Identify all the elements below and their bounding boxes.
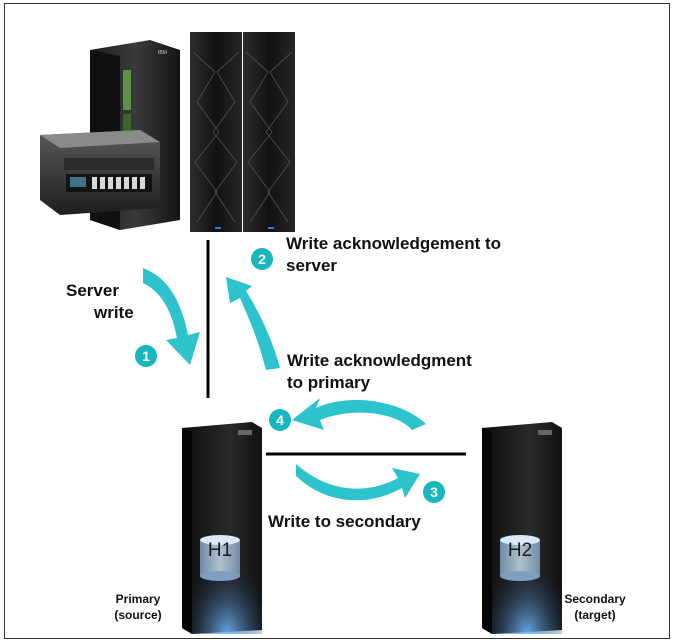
secondary-label: Secondary (target)	[564, 592, 626, 622]
primary-volume-label: H1	[207, 540, 233, 561]
step-4-label: Write acknowledgment to primary	[287, 351, 472, 392]
step-3-label: Write to secondary	[268, 512, 421, 531]
secondary-storage-icon	[482, 422, 562, 634]
ack-to-primary-arrow	[292, 398, 426, 430]
write-to-secondary-arrow	[296, 464, 420, 501]
step-4-badge: 4	[269, 409, 291, 431]
primary-storage-icon	[182, 422, 262, 634]
ack-to-server-arrow	[226, 277, 280, 370]
step-3-badge: 3	[423, 481, 445, 503]
step-1-label: Server write	[66, 281, 134, 322]
mainframe-server-icon	[190, 32, 295, 232]
primary-label: Primary (source)	[114, 592, 162, 622]
step-2-label: Write acknowledgement to server	[286, 234, 502, 275]
step-1-badge: 1	[135, 345, 157, 367]
svg-text:IBM: IBM	[158, 50, 167, 56]
step-2-badge: 2	[251, 248, 273, 270]
power-server-icon: IBM	[40, 40, 180, 230]
secondary-volume-label: H2	[507, 540, 533, 561]
server-write-arrow	[143, 268, 200, 365]
